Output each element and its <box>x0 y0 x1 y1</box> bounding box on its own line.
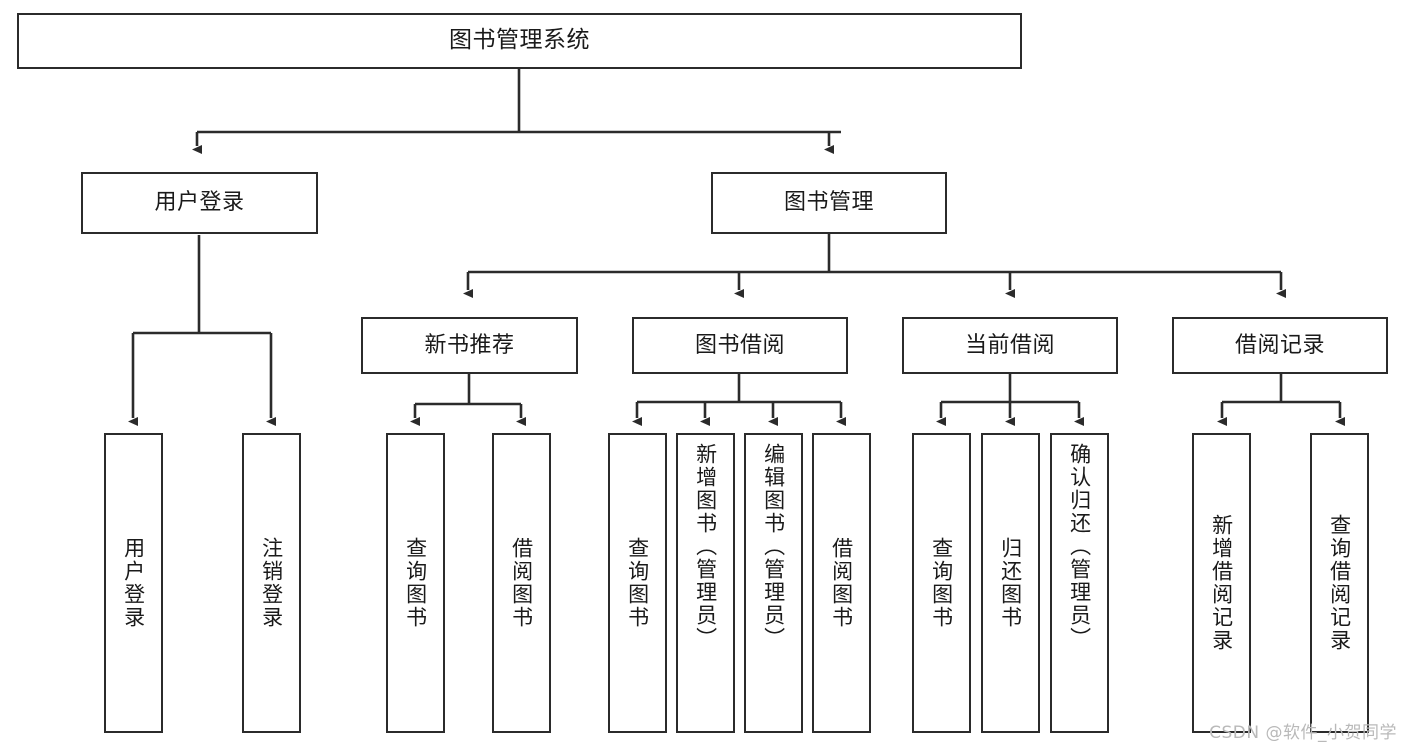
node-label: 用户登录 <box>121 537 146 629</box>
node-label: 图书管理 <box>783 190 874 216</box>
leaf-query-borrow-record[interactable]: 查询借阅记录 <box>1310 433 1369 733</box>
node-new-book-recommendation[interactable]: 新书推荐 <box>361 317 578 374</box>
leaf-query-books-borrow[interactable]: 查询图书 <box>608 433 667 733</box>
node-label: 新书推荐 <box>424 332 515 358</box>
node-label: 图书借阅 <box>694 332 785 358</box>
leaf-add-borrow-record[interactable]: 新增借阅记录 <box>1192 433 1251 733</box>
node-book-borrowing[interactable]: 图书借阅 <box>632 317 848 374</box>
node-root-book-management-system[interactable]: 图书管理系统 <box>17 13 1022 69</box>
leaf-borrow-books-borrow[interactable]: 借阅图书 <box>812 433 871 733</box>
node-label: 查询图书 <box>929 537 954 629</box>
leaf-logout[interactable]: 注销登录 <box>242 433 301 733</box>
node-book-management[interactable]: 图书管理 <box>711 172 947 234</box>
node-label: 借阅记录 <box>1234 332 1325 358</box>
node-label: 编辑图书（管理员） <box>761 443 786 650</box>
node-label: 借阅图书 <box>509 537 534 629</box>
node-label: 图书管理系统 <box>449 27 590 54</box>
leaf-return-books[interactable]: 归还图书 <box>981 433 1040 733</box>
leaf-edit-book-admin[interactable]: 编辑图书（管理员） <box>744 433 803 733</box>
node-current-borrowing[interactable]: 当前借阅 <box>902 317 1118 374</box>
node-label: 确认归还（管理员） <box>1067 443 1092 650</box>
leaf-user-login[interactable]: 用户登录 <box>104 433 163 733</box>
node-label: 查询借阅记录 <box>1327 514 1352 652</box>
node-label: 注销登录 <box>259 537 284 629</box>
leaf-confirm-return-admin[interactable]: 确认归还（管理员） <box>1050 433 1109 733</box>
leaf-query-books-newbook[interactable]: 查询图书 <box>386 433 445 733</box>
node-label: 当前借阅 <box>964 332 1055 358</box>
node-label: 归还图书 <box>998 537 1023 629</box>
node-label: 借阅图书 <box>829 537 854 629</box>
node-label: 查询图书 <box>403 537 428 629</box>
leaf-borrow-books-newbook[interactable]: 借阅图书 <box>492 433 551 733</box>
node-label: 新增借阅记录 <box>1209 514 1234 652</box>
node-user-login[interactable]: 用户登录 <box>81 172 318 234</box>
watermark: CSDN @软件_小贺同学 <box>1209 723 1397 743</box>
leaf-query-books-current[interactable]: 查询图书 <box>912 433 971 733</box>
node-label: 查询图书 <box>625 537 650 629</box>
node-label: 新增图书（管理员） <box>693 443 718 650</box>
leaf-add-book-admin[interactable]: 新增图书（管理员） <box>676 433 735 733</box>
node-borrow-records[interactable]: 借阅记录 <box>1172 317 1388 374</box>
node-label: 用户登录 <box>154 190 245 216</box>
